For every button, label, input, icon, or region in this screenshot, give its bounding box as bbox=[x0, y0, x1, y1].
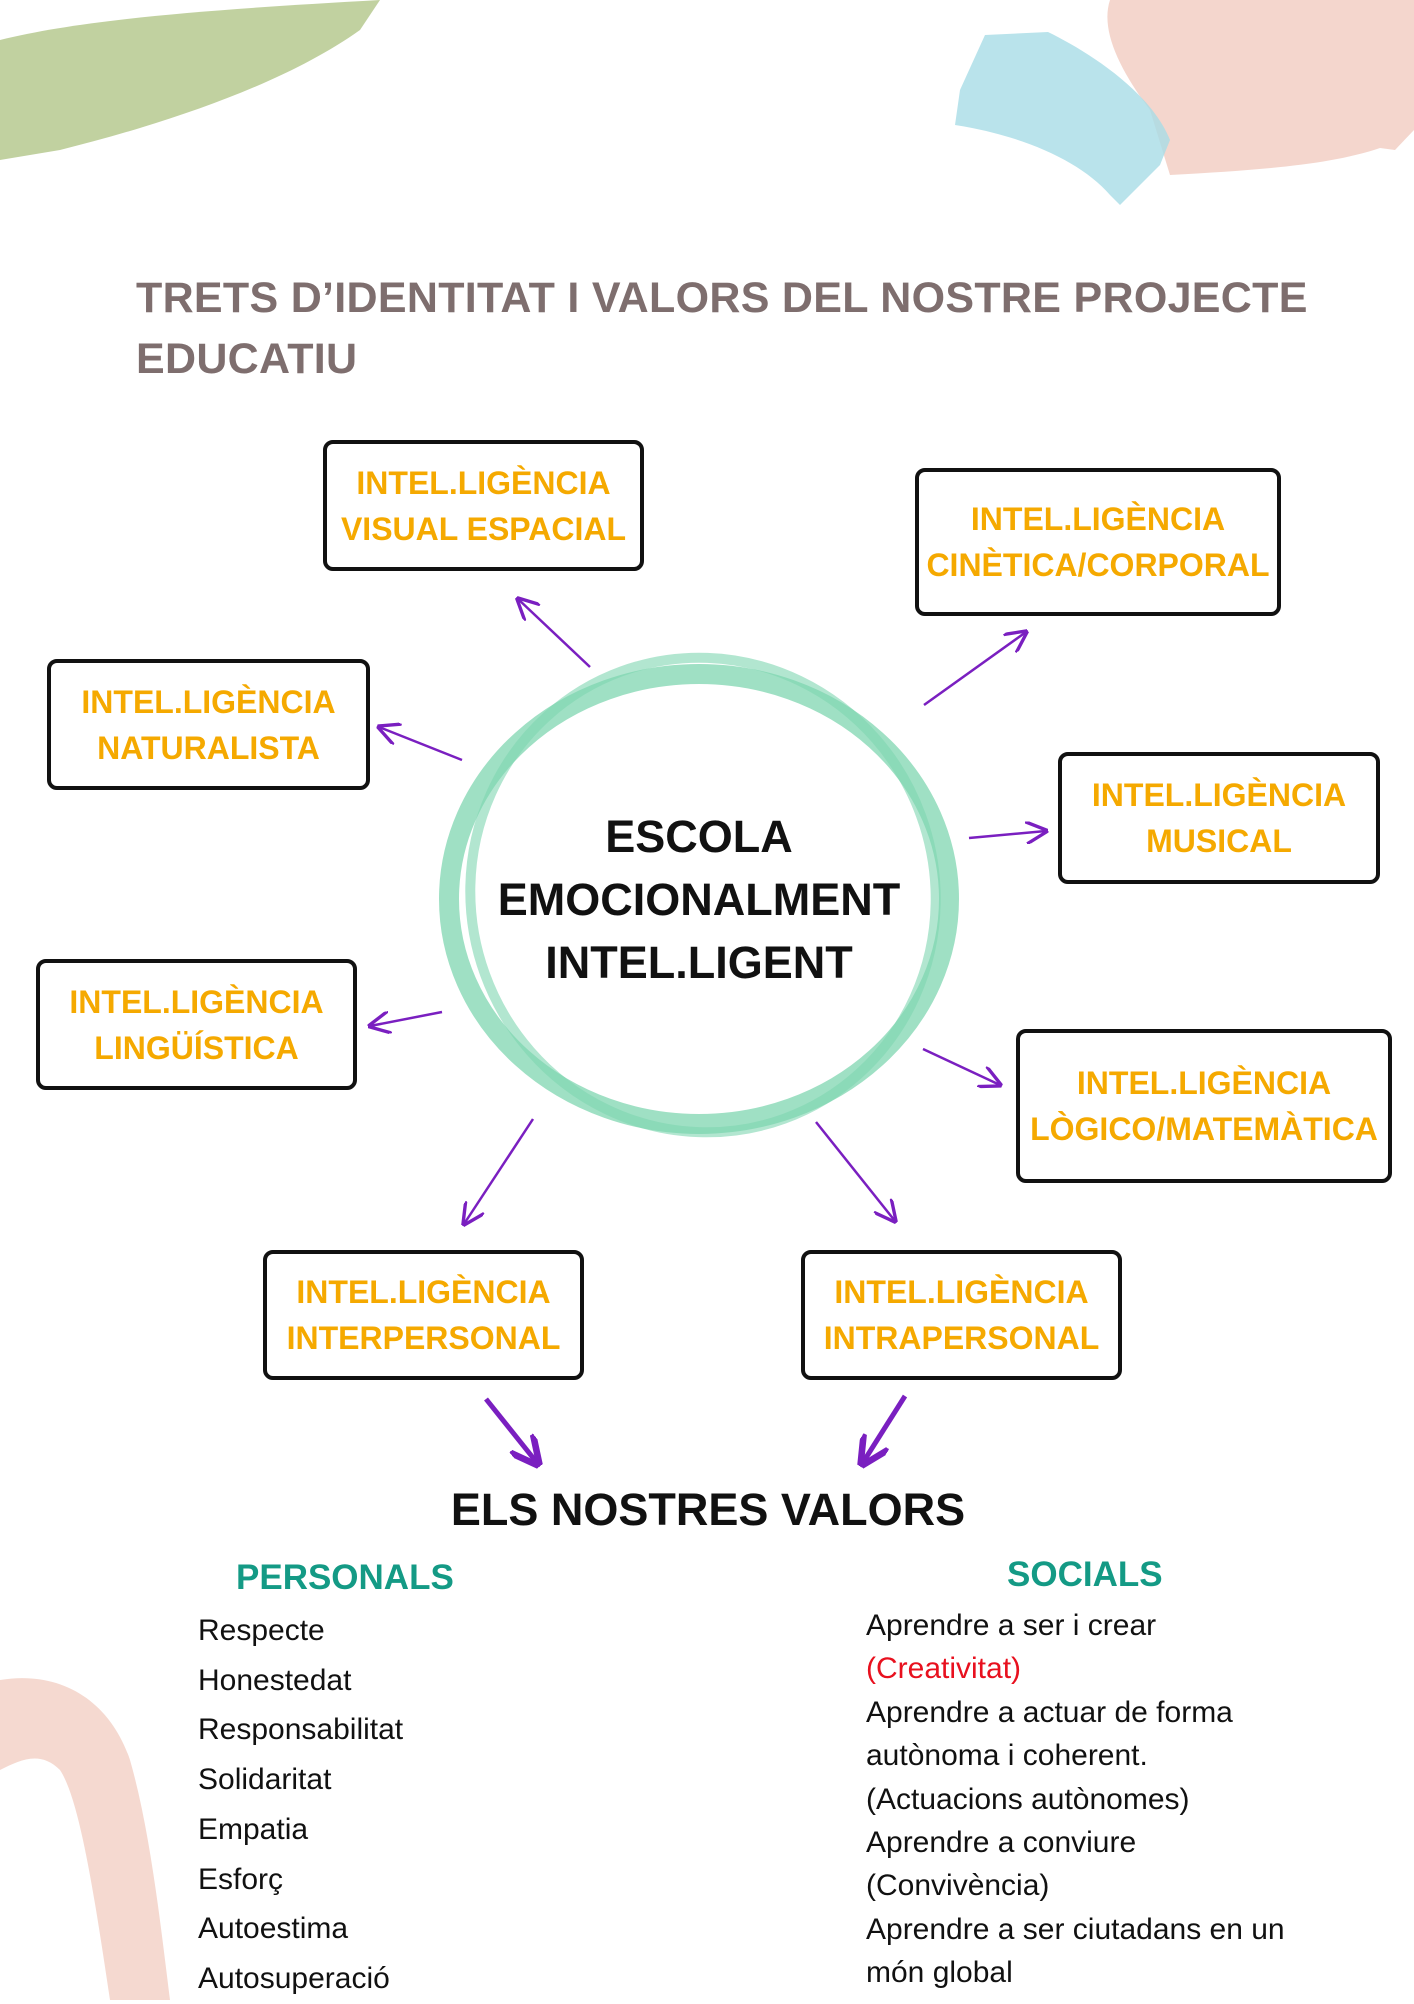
central-circle-inner bbox=[465, 652, 941, 1138]
box-interpersonal: INTEL.LIGÈNCIA INTERPERSONAL bbox=[263, 1250, 584, 1380]
box-line: INTEL.LIGÈNCIA bbox=[1076, 1065, 1332, 1101]
list-item: Honestedat bbox=[198, 1663, 352, 1697]
center-line: INTEL.LIGENT bbox=[545, 937, 853, 988]
arrow-musical bbox=[968, 831, 1046, 838]
arrow-to-values-right bbox=[862, 1394, 908, 1464]
title-line-1: TRETS D’IDENTITAT I VALORS DEL NOSTRE PR… bbox=[136, 274, 1308, 322]
values-heading: ELS NOSTRES VALORS bbox=[450, 1484, 966, 1535]
box-line: MUSICAL bbox=[1146, 823, 1292, 859]
list-item: Esforç bbox=[198, 1862, 284, 1896]
box-line: INTEL.LIGÈNCIA bbox=[1091, 777, 1347, 813]
box-naturalista: INTEL.LIGÈNCIA NATURALISTA bbox=[47, 659, 370, 790]
list-item: Solidaritat bbox=[198, 1763, 332, 1797]
pink-brush-stroke-bottom bbox=[0, 1678, 170, 2000]
personal-heading: PERSONALS bbox=[236, 1558, 454, 1597]
list-line: Aprendre a ser i crear bbox=[866, 1609, 1157, 1642]
list-line: món global bbox=[866, 1956, 1013, 1990]
list-item: Autosuperació bbox=[198, 1961, 390, 1995]
list-item: Respecte bbox=[198, 1614, 325, 1647]
arrow-to-values-left bbox=[484, 1397, 538, 1464]
box-line: CINÈTICA/CORPORAL bbox=[926, 547, 1270, 583]
social-values-list: Aprendre a ser i crear (Creativitat) Apr… bbox=[866, 1604, 1285, 1995]
box-musical: INTEL.LIGÈNCIA MUSICAL bbox=[1058, 752, 1380, 884]
arrow-interpersonal bbox=[464, 1118, 535, 1224]
list-item: Autoestima bbox=[198, 1912, 349, 1946]
box-line: VISUAL ESPACIAL bbox=[340, 510, 627, 547]
box-line: INTEL.LIGÈNCIA bbox=[356, 464, 611, 501]
box-line: INTERPERSONAL bbox=[286, 1320, 561, 1356]
title-line-2: EDUCATIU bbox=[136, 335, 358, 383]
arrow-logico bbox=[922, 1047, 1000, 1085]
list-line: Aprendre a actuar de forma bbox=[866, 1695, 1233, 1729]
box-line: INTRAPERSONAL bbox=[823, 1320, 1100, 1356]
box-line: INTEL.LIGÈNCIA bbox=[81, 683, 336, 720]
box-visual-espacial: INTEL.LIGÈNCIA VISUAL ESPACIAL bbox=[323, 440, 644, 571]
center-label: ESCOLA EMOCIONALMENT INTEL.LIGENT bbox=[449, 805, 949, 994]
box-line: INTEL.LIGÈNCIA bbox=[834, 1274, 1089, 1310]
list-item: Responsabilitat bbox=[198, 1713, 404, 1747]
central-circle bbox=[439, 664, 959, 1134]
arrow-naturalista bbox=[379, 727, 463, 762]
arrow-linguistica bbox=[370, 1010, 443, 1026]
arrow-intrapersonal bbox=[815, 1121, 895, 1221]
box-line: LINGÜÍSTICA bbox=[94, 1029, 299, 1066]
list-line: Aprendre a conviure bbox=[866, 1826, 1137, 1860]
pink-brush-stroke bbox=[1107, 0, 1414, 175]
social-heading: SOCIALS bbox=[1007, 1555, 1163, 1594]
page-title: TRETS D’IDENTITAT I VALORS DEL NOSTRE PR… bbox=[136, 268, 1356, 390]
list-line: (Convivència) bbox=[866, 1869, 1050, 1903]
box-logico-matematica: INTEL.LIGÈNCIA LÒGICO/MATEMÀTICA bbox=[1016, 1029, 1392, 1183]
list-line: (Actuacions autònomes) bbox=[866, 1782, 1190, 1816]
box-line: LÒGICO/MATEMÀTICA bbox=[1030, 1111, 1378, 1147]
box-line: INTEL.LIGÈNCIA bbox=[69, 983, 324, 1020]
list-item: Empatia bbox=[198, 1812, 309, 1846]
box-intrapersonal: INTEL.LIGÈNCIA INTRAPERSONAL bbox=[801, 1250, 1122, 1380]
blue-brush-stroke bbox=[955, 32, 1170, 205]
personal-values-list: Respecte Honestedat Responsabilitat Soli… bbox=[198, 1606, 403, 2004]
box-linguistica: INTEL.LIGÈNCIA LINGÜÍSTICA bbox=[36, 959, 357, 1090]
box-cinetica-corporal: INTEL.LIGÈNCIA CINÈTICA/CORPORAL bbox=[915, 468, 1281, 616]
list-line: Aprendre a ser ciutadans en un bbox=[866, 1912, 1285, 1946]
box-line: NATURALISTA bbox=[97, 729, 320, 766]
box-line: INTEL.LIGÈNCIA bbox=[296, 1274, 551, 1310]
arrow-visual bbox=[518, 599, 591, 668]
green-brush-stroke bbox=[0, 0, 380, 160]
center-line: ESCOLA bbox=[605, 811, 793, 862]
arrow-cinetica bbox=[923, 632, 1026, 707]
list-line: autònoma i coherent. bbox=[866, 1739, 1148, 1773]
box-line: INTEL.LIGÈNCIA bbox=[970, 501, 1226, 537]
list-line-highlight: (Creativitat) bbox=[866, 1652, 1022, 1686]
center-line: EMOCIONALMENT bbox=[497, 874, 901, 925]
